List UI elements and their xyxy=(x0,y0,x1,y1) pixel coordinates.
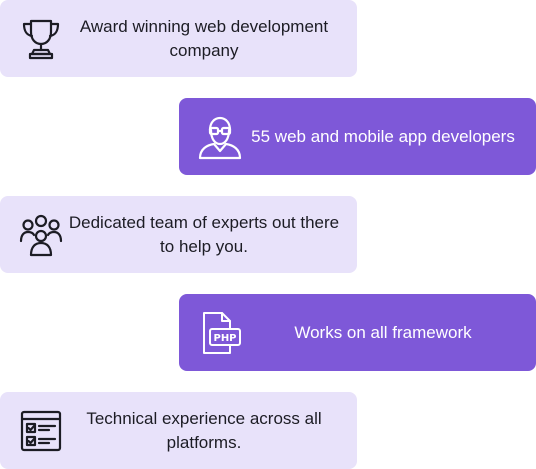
svg-text:PHP: PHP xyxy=(213,333,236,344)
feature-label: Technical experience across all platform… xyxy=(86,408,322,452)
feature-label: Works on all framework xyxy=(294,322,472,342)
checklist-icon xyxy=(17,407,65,455)
php-file-icon: PHP xyxy=(196,309,244,357)
feature-card-framework: PHP Works on all framework xyxy=(179,294,536,371)
developer-icon xyxy=(196,113,244,161)
feature-label: 55 web and mobile app developers xyxy=(251,126,515,146)
feature-card-platforms: Technical experience across all platform… xyxy=(0,392,357,469)
feature-card-developers: 55 web and mobile app developers xyxy=(179,98,536,175)
feature-card-award: Award winning web development company xyxy=(0,0,357,77)
feature-card-team: Dedicated team of experts out there to h… xyxy=(0,196,357,273)
feature-label: Award winning web development company xyxy=(79,16,329,60)
team-icon xyxy=(17,211,65,259)
feature-label: Dedicated team of experts out there to h… xyxy=(68,212,340,256)
trophy-icon xyxy=(17,15,65,63)
